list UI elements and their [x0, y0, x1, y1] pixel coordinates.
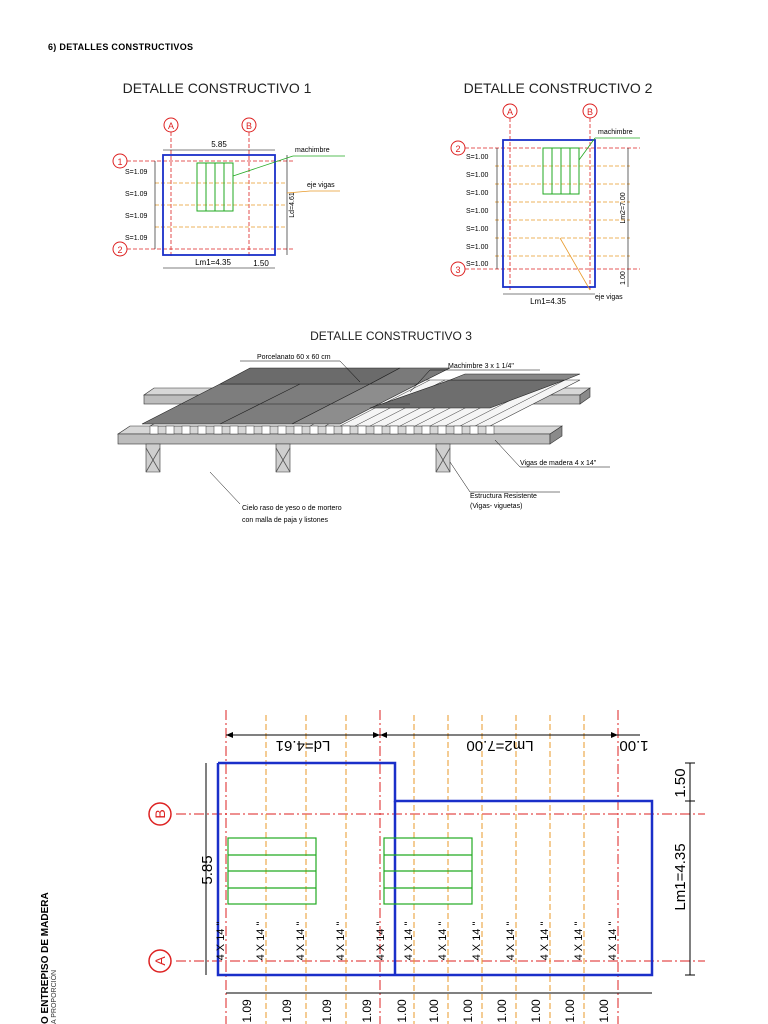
spacing-label: S=1.00 [466, 154, 488, 161]
vigas-label: Vigas de madera 4 x 14" [520, 460, 597, 467]
detalle-constructivo-3: DETALLE CONSTRUCTIVO 3 [117, 329, 610, 524]
lm1-dim: Lm1=4.35 [672, 843, 689, 910]
axis-b-label: B [152, 809, 168, 818]
beam-label: 4 X 14 " [375, 922, 387, 961]
beam-label: 4 X 14 " [539, 922, 551, 961]
side-title: O ENTREPISO DE MADERA A PROPORCIÓN [40, 892, 58, 1024]
lm1-dim: Lm1=4.35 [530, 297, 566, 306]
bottom-dim: 1.09 [320, 999, 334, 1023]
spacing-label: S=1.00 [466, 208, 488, 215]
porcelanato-label: Porcelanato 60 x 60 cm [257, 354, 331, 361]
beam-label: 4 X 14 " [403, 922, 415, 961]
axis-3-label: 3 [455, 265, 460, 275]
bottom-dim: 1.09 [240, 999, 254, 1023]
overhang-dim: 1.50 [253, 259, 269, 268]
machimbre-label: Machimbre 3 x 1 1/4" [448, 363, 514, 370]
machimbre-boards [227, 837, 473, 905]
floor-plan: Ld=4.61 Lm2=7.00 1.00 5.85 1.50 Lm1=4.35… [148, 710, 705, 1024]
spacing-label: S=1.09 [125, 213, 147, 220]
spacing-label: S=1.09 [125, 169, 147, 176]
end-dim: 1.00 [619, 737, 648, 754]
bottom-dim: 1.00 [427, 999, 441, 1023]
axis-a-bubble [148, 949, 172, 973]
beam-label: 4 X 14 " [573, 922, 585, 961]
side-title-main: O ENTREPISO DE MADERA [40, 892, 51, 1024]
bottom-dim: 1.00 [461, 999, 475, 1023]
detalle-constructivo-2: DETALLE CONSTRUCTIVO 2 A B 2 3 S=1.00 S=… [450, 80, 653, 306]
eje-vigas-label: eje vigas [595, 294, 623, 301]
axis-b-bubble [148, 802, 172, 826]
detalle3-title: DETALLE CONSTRUCTIVO 3 [310, 329, 472, 343]
lm1-dim: Lm1=4.35 [195, 258, 231, 267]
detalle1-title: DETALLE CONSTRUCTIVO 1 [123, 80, 312, 96]
bottom-dim: 1.00 [563, 999, 577, 1023]
machimbre-label: machimbre [598, 129, 633, 136]
dim-585: 5.85 [199, 855, 216, 884]
estructura-label-2: (Vigas- viguetas) [470, 503, 522, 510]
detalle2-title: DETALLE CONSTRUCTIVO 2 [464, 80, 653, 96]
detalle-constructivo-1: DETALLE CONSTRUCTIVO 1 A B 1 2 5.85 S=1.… [112, 80, 345, 269]
axis-a-label: A [507, 107, 513, 117]
beam-label: 4 X 14 " [255, 922, 267, 961]
cielo-label-1: Cielo raso de yeso o de mortero [242, 505, 342, 512]
beam-label: 4 X 14 " [295, 922, 307, 961]
slab-outline [162, 154, 276, 256]
beam-label: 4 X 14 " [471, 922, 483, 961]
width-dim: 5.85 [211, 140, 227, 149]
axis-2-label: 2 [455, 144, 460, 154]
section-title: 6) DETALLES CONSTRUCTIVOS [48, 42, 194, 52]
beam-label: 4 X 14 " [215, 922, 227, 961]
lm2-dim: Lm2=7.00 [620, 192, 627, 223]
spacing-label: S=1.00 [466, 244, 488, 251]
axis-a-label: A [168, 121, 174, 131]
bottom-dim: 1.09 [360, 999, 374, 1023]
eje-vigas-label: eje vigas [307, 182, 335, 189]
spacing-label: S=1.00 [466, 190, 488, 197]
estructura-label-1: Estructura Resistente [470, 493, 537, 500]
ld-dim: Ld=4.61 [276, 737, 331, 754]
beam-label: 4 X 14 " [607, 922, 619, 961]
bottom-dim: 1.09 [280, 999, 294, 1023]
slab-outline [216, 761, 654, 977]
dim-150: 1.50 [672, 768, 689, 797]
side-title-sub: A PROPORCIÓN [51, 969, 58, 1024]
axis-2-label: 2 [117, 245, 122, 255]
bottom-dim: 1.00 [597, 999, 611, 1023]
spacing-label: S=1.00 [466, 226, 488, 233]
beam-label: 4 X 14 " [437, 922, 449, 961]
bottom-dim: 1.00 [395, 999, 409, 1023]
spacing-label: S=1.00 [466, 172, 488, 179]
axis-b-label: B [587, 107, 593, 117]
axis-b-label: B [246, 121, 252, 131]
beam-label: 4 X 14 " [505, 922, 517, 961]
axis-1-label: 1 [117, 157, 122, 167]
beam-label: 4 X 14 " [335, 922, 347, 961]
ld-dim: Ld=4.61 [289, 192, 296, 218]
axis-a-label: A [152, 956, 168, 966]
end-dim: 1.00 [620, 271, 627, 285]
bottom-dim: 1.00 [529, 999, 543, 1023]
bottom-dim: 1.00 [495, 999, 509, 1023]
machimbre-label: machimbre [295, 147, 330, 154]
spacing-label: S=1.09 [125, 191, 147, 198]
slab-outline [502, 139, 596, 288]
cielo-label-2: con malla de paja y listones [242, 517, 328, 524]
spacing-label: S=1.00 [466, 261, 488, 268]
spacing-label: S=1.09 [125, 235, 147, 242]
lm2-dim: Lm2=7.00 [466, 737, 533, 754]
